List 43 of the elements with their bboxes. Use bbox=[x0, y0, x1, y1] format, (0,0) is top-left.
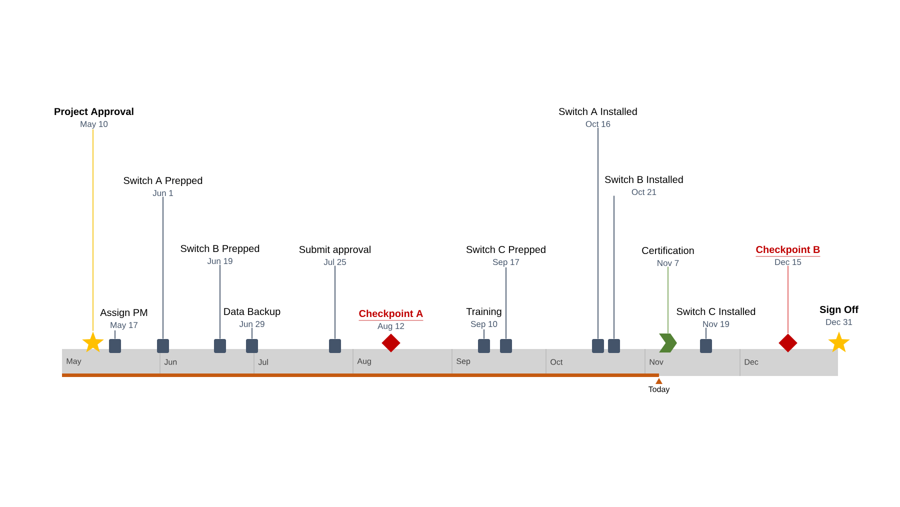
milestone-label: Data Backup Jun 29 bbox=[224, 308, 280, 328]
milestone-marker bbox=[246, 339, 258, 353]
today-label: Today bbox=[648, 386, 670, 394]
month-label: Oct bbox=[550, 359, 563, 365]
milestone-label: Training Sep 10 bbox=[466, 308, 502, 329]
leader-line bbox=[92, 128, 94, 332]
milestone-label: Certification Nov 7 bbox=[642, 246, 694, 266]
star-marker bbox=[82, 332, 104, 352]
milestone-label: Switch A Installed Oct 16 bbox=[559, 108, 637, 128]
checkpoint-label: Checkpoint B Dec 15 bbox=[756, 246, 820, 266]
checkpoint-label: Checkpoint A Aug 12 bbox=[358, 310, 424, 331]
milestone-marker bbox=[478, 339, 490, 353]
milestone-label: Project Approval May 10 bbox=[54, 108, 134, 129]
leader-line bbox=[334, 265, 336, 340]
milestone-label: Switch B Prepped Jun 19 bbox=[180, 244, 260, 264]
month-label: Aug bbox=[357, 358, 371, 366]
month-label: Jun bbox=[164, 359, 177, 365]
month-label: Nov bbox=[650, 359, 664, 365]
milestone-label: Switch C Installed Nov 19 bbox=[676, 308, 756, 328]
diamond-marker bbox=[778, 334, 798, 352]
milestone-label: Sign Off Dec 31 bbox=[820, 306, 858, 326]
milestone-label: Switch A Prepped Jun 1 bbox=[124, 176, 202, 196]
month-label: May bbox=[66, 358, 82, 366]
chevron-marker bbox=[659, 334, 677, 352]
milestone-marker bbox=[608, 339, 620, 353]
milestone-marker bbox=[109, 339, 121, 353]
milestone-marker bbox=[157, 339, 169, 353]
leader-line bbox=[162, 196, 164, 340]
month-label: Jul bbox=[258, 359, 268, 365]
star-marker bbox=[828, 332, 850, 352]
milestone-marker bbox=[500, 339, 512, 353]
month-label: Dec bbox=[744, 359, 758, 365]
milestone-label: Switch B Installed Oct 21 bbox=[605, 176, 683, 196]
leader-line bbox=[114, 330, 116, 340]
milestone-label: Assign PM May 17 bbox=[100, 308, 148, 330]
month-label: Sep bbox=[456, 358, 470, 366]
milestone-marker bbox=[214, 339, 226, 353]
diamond-marker bbox=[382, 334, 400, 352]
milestone-marker bbox=[329, 339, 341, 353]
milestone-label: Switch C Prepped Sep 17 bbox=[466, 246, 546, 267]
milestone-marker bbox=[700, 339, 712, 353]
milestone-marker bbox=[592, 339, 604, 353]
milestone-label: Submit approval Jul 25 bbox=[299, 246, 370, 266]
